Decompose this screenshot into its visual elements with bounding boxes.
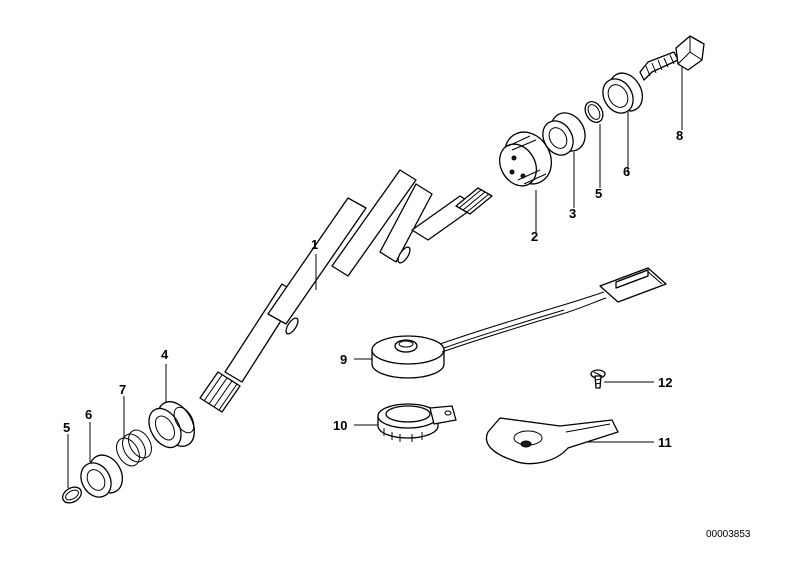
callout-labels: 1 2 3 4 5 5 6 6 7 8 9 10 11 12 xyxy=(63,128,683,450)
circlip-upper xyxy=(584,101,604,123)
sensor-carrier xyxy=(377,403,457,442)
bearing-lower xyxy=(80,454,124,498)
spring xyxy=(116,429,152,467)
callout-2: 2 xyxy=(531,229,538,244)
callout-4: 4 xyxy=(161,347,169,362)
bearing-flange xyxy=(148,401,195,449)
callout-9: 9 xyxy=(340,352,347,367)
bushing xyxy=(542,112,586,156)
callout-8: 8 xyxy=(676,128,683,143)
callout-1: 1 xyxy=(311,237,318,252)
small-screw xyxy=(590,369,606,389)
steering-shaft xyxy=(199,169,493,413)
callout-5-lower: 5 xyxy=(63,420,70,435)
mounting-bracket xyxy=(485,417,619,465)
callout-7: 7 xyxy=(119,382,126,397)
callout-5-upper: 5 xyxy=(595,186,602,201)
hex-bolt xyxy=(639,35,705,81)
bearing-upper xyxy=(602,72,644,114)
callout-11: 11 xyxy=(658,435,672,450)
callout-6-upper: 6 xyxy=(623,164,630,179)
callout-3: 3 xyxy=(569,206,576,221)
callout-10: 10 xyxy=(333,418,347,433)
diagram-reference-number: 00003853 xyxy=(706,529,751,540)
callout-6-lower: 6 xyxy=(85,407,92,422)
gear-coupling xyxy=(498,131,553,187)
callout-12: 12 xyxy=(658,375,672,390)
angle-sensor xyxy=(371,267,667,379)
circlip-lower xyxy=(62,486,82,504)
leader-lines xyxy=(67,66,683,488)
